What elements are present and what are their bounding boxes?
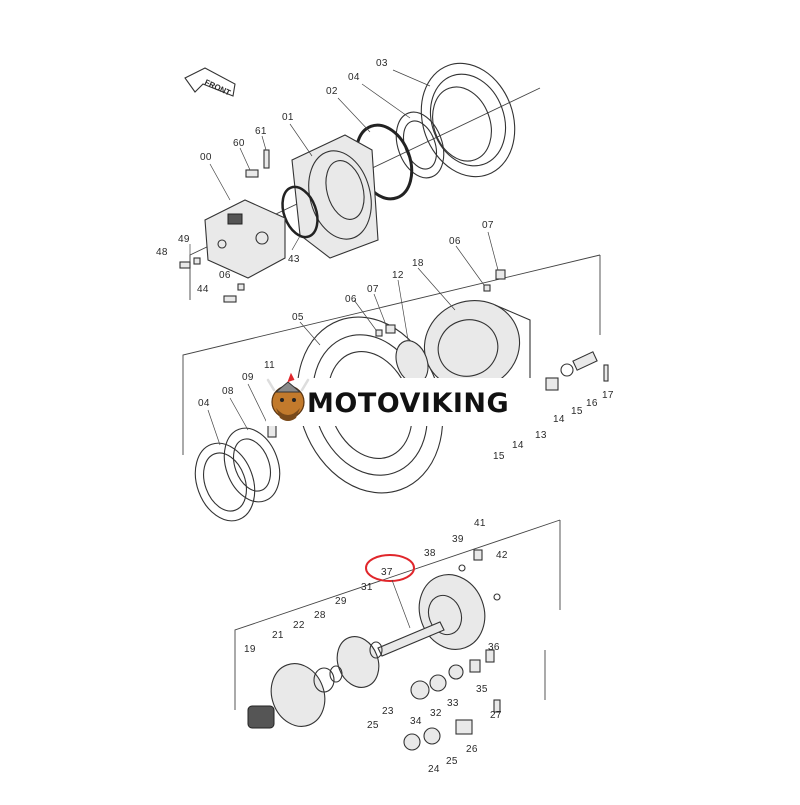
carrier-29 — [336, 636, 380, 688]
callout-28: 28 — [314, 610, 326, 621]
callout-25a: 25 — [367, 720, 379, 731]
callout-42: 42 — [496, 550, 508, 561]
cover-38 — [418, 574, 486, 650]
callout-09: 09 — [242, 372, 254, 383]
callout-35: 35 — [476, 684, 488, 695]
callout-21: 21 — [272, 630, 284, 641]
leader-lines — [189, 69, 499, 446]
callout-01: 01 — [282, 112, 294, 123]
valve-block-00 — [204, 199, 286, 279]
callout-29: 29 — [335, 596, 347, 607]
callout-18: 18 — [412, 258, 424, 269]
callout-04a: 04 — [348, 72, 360, 83]
sun-gear-19 — [247, 705, 275, 729]
callout-02: 02 — [326, 86, 338, 97]
callout-12: 12 — [392, 270, 404, 281]
callout-labels: 03 04 02 01 61 60 00 49 48 43 06 44 07 06 07 06 12 18 05 11… — [156, 58, 614, 775]
callout-41: 41 — [474, 518, 486, 529]
callout-27: 27 — [490, 710, 502, 721]
lock-09 — [267, 424, 277, 438]
callout-06a: 06 — [219, 270, 231, 281]
carrier-21 — [270, 663, 326, 727]
callout-06b: 06 — [449, 236, 461, 247]
callout-07b: 07 — [367, 284, 379, 295]
gears-bottom — [403, 649, 501, 751]
callout-13: 13 — [535, 430, 547, 441]
callout-17: 17 — [602, 390, 614, 401]
callout-15a: 15 — [571, 406, 583, 417]
callout-48: 48 — [156, 247, 168, 258]
callout-60: 60 — [233, 138, 245, 149]
callout-43: 43 — [288, 254, 300, 265]
callout-15b: 15 — [493, 451, 505, 462]
callout-37: 37 — [381, 567, 393, 578]
callout-07a: 07 — [482, 220, 494, 231]
callout-23: 23 — [382, 706, 394, 717]
callout-26: 26 — [466, 744, 478, 755]
bearing-04b — [194, 442, 256, 522]
flange-08 — [223, 427, 281, 503]
callout-36: 36 — [488, 642, 500, 653]
bolts-39-41-42 — [458, 549, 501, 601]
callout-03: 03 — [376, 58, 388, 69]
callout-34: 34 — [410, 716, 422, 727]
front-arrow: FRONT — [184, 67, 236, 98]
callout-14a: 14 — [553, 414, 565, 425]
callout-31: 31 — [361, 582, 373, 593]
bolts-mid — [375, 269, 506, 337]
callout-16: 16 — [586, 398, 598, 409]
callout-49: 49 — [178, 234, 190, 245]
callout-33: 33 — [447, 698, 459, 709]
callout-14b: 14 — [512, 440, 524, 451]
callout-06c: 06 — [345, 294, 357, 305]
highlight — [365, 554, 415, 629]
gear-22-28 — [313, 665, 343, 693]
ring-gear-03 — [420, 62, 516, 178]
callout-08: 08 — [222, 386, 234, 397]
callout-22: 22 — [293, 620, 305, 631]
brand-watermark: MOTOVIKING — [266, 372, 534, 426]
small-bolts-top — [179, 149, 270, 303]
callout-38: 38 — [424, 548, 436, 559]
callout-61: 61 — [255, 126, 267, 137]
callout-39: 39 — [452, 534, 464, 545]
callout-24: 24 — [428, 764, 440, 775]
motor-housing-01 — [291, 134, 379, 259]
callout-25b: 25 — [446, 756, 458, 767]
shaft-37 — [377, 621, 445, 657]
callout-44: 44 — [197, 284, 209, 295]
callout-11: 11 — [264, 360, 275, 371]
viking-logo-icon — [266, 372, 310, 421]
callout-00: 00 — [200, 152, 212, 163]
callout-04b: 04 — [198, 398, 210, 409]
callout-19: 19 — [244, 644, 256, 655]
callout-32: 32 — [430, 708, 442, 719]
brand-text: MOTOVIKING — [307, 388, 509, 419]
washer-31 — [369, 641, 383, 659]
callout-05: 05 — [292, 312, 304, 323]
